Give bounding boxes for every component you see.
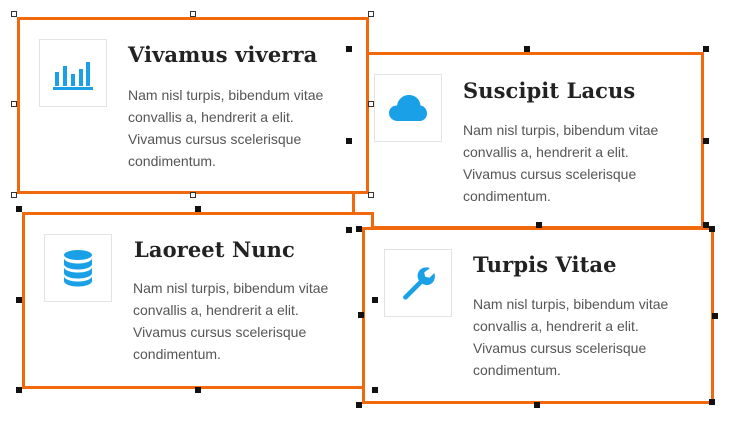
cloud-icon [389, 95, 427, 121]
card-text: Nam nisl turpis, bibendum vitae convalli… [463, 122, 659, 204]
resize-handle[interactable] [195, 206, 201, 212]
card-title: Vivamus viverra [128, 42, 318, 67]
card-text: Nam nisl turpis, bibendum vitae convalli… [473, 296, 669, 378]
resize-handle[interactable] [16, 206, 22, 212]
resize-handle[interactable] [524, 46, 530, 52]
resize-handle[interactable] [372, 387, 378, 393]
resize-handle[interactable] [16, 297, 22, 303]
resize-handle[interactable] [372, 297, 378, 303]
resize-handle[interactable] [356, 226, 362, 232]
resize-handle[interactable] [190, 192, 196, 198]
card-text: Nam nisl turpis, bibendum vitae convalli… [133, 280, 329, 362]
resize-handle[interactable] [712, 313, 718, 319]
card-title: Turpis Vitae [473, 252, 617, 277]
resize-handle[interactable] [368, 101, 374, 107]
card-title: Laoreet Nunc [134, 237, 295, 262]
resize-handle[interactable] [368, 192, 374, 198]
resize-handle[interactable] [346, 46, 352, 52]
resize-handle[interactable] [709, 226, 715, 232]
card-laoreet-nunc[interactable]: Laoreet Nunc Nam nisl turpis, bibendum v… [22, 212, 374, 389]
card-title: Suscipit Lacus [463, 78, 636, 103]
resize-handle[interactable] [16, 387, 22, 393]
card-icon-box [39, 39, 107, 107]
resize-handle[interactable] [709, 399, 715, 405]
resize-handle[interactable] [11, 192, 17, 198]
database-icon [64, 250, 92, 287]
card-text: Nam nisl turpis, bibendum vitae convalli… [128, 87, 324, 169]
resize-handle[interactable] [368, 11, 374, 17]
card-icon-box [44, 234, 112, 302]
card-suscipit-lacus[interactable]: Suscipit Lacus Nam nisl turpis, bibendum… [352, 52, 704, 229]
resize-handle[interactable] [346, 227, 352, 233]
card-icon-box [374, 74, 442, 142]
bar-chart-icon [53, 62, 93, 90]
resize-handle[interactable] [11, 11, 17, 17]
card-vivamus-viverra[interactable]: Vivamus viverra Nam nisl turpis, bibendu… [17, 17, 369, 194]
card-turpis-vitae[interactable]: Turpis Vitae Nam nisl turpis, bibendum v… [362, 227, 714, 404]
resize-handle[interactable] [703, 138, 709, 144]
resize-handle[interactable] [346, 138, 352, 144]
resize-handle[interactable] [703, 222, 709, 228]
resize-handle[interactable] [358, 312, 364, 318]
resize-handle[interactable] [703, 46, 709, 52]
wrench-icon [403, 267, 435, 300]
resize-handle[interactable] [195, 387, 201, 393]
resize-handle[interactable] [356, 402, 362, 408]
card-icon-box [384, 249, 452, 317]
resize-handle[interactable] [534, 402, 540, 408]
resize-handle[interactable] [11, 101, 17, 107]
resize-handle[interactable] [190, 11, 196, 17]
resize-handle[interactable] [536, 222, 542, 228]
